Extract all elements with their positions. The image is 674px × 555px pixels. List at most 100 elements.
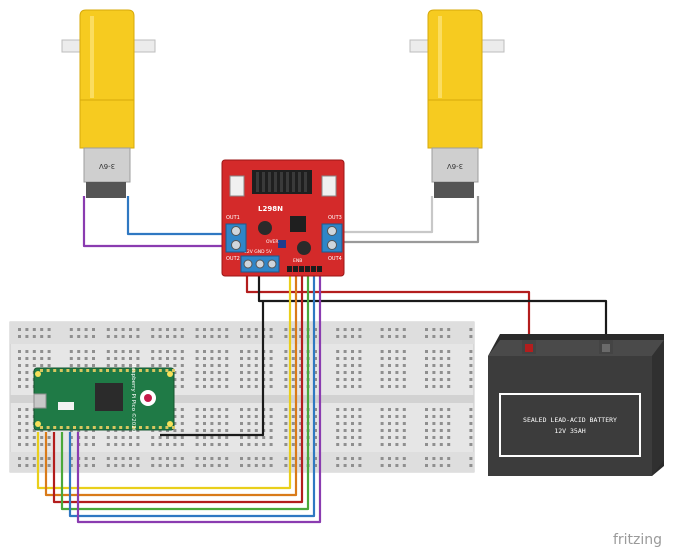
breadboard-rail-hole — [121, 335, 125, 338]
breadboard-hole — [166, 443, 169, 446]
breadboard-hole — [447, 371, 451, 374]
breadboard-hole — [314, 422, 317, 425]
breadboard-hole — [432, 408, 436, 411]
breadboard-hole — [106, 357, 110, 360]
breadboard-rail-hole — [40, 464, 44, 467]
breadboard-hole — [240, 408, 243, 411]
breadboard-hole — [284, 429, 288, 432]
battery-label-line2: 12V 35AH — [554, 427, 585, 435]
breadboard-rail-hole — [336, 457, 340, 460]
breadboard-hole — [240, 443, 243, 446]
breadboard-hole — [299, 443, 303, 446]
breadboard-hole — [388, 357, 391, 360]
breadboard-hole — [217, 364, 221, 367]
breadboard-rail-hole — [351, 457, 354, 460]
breadboard-hole — [380, 371, 384, 374]
breadboard-rail-hole — [77, 335, 81, 338]
breadboard-hole — [336, 378, 340, 381]
breadboard-rail-hole — [388, 457, 391, 460]
breadboard-hole — [225, 385, 229, 388]
breadboard-hole — [203, 443, 206, 446]
breadboard-hole — [469, 350, 473, 353]
breadboard-hole — [336, 364, 340, 367]
breadboard-hole — [380, 378, 384, 381]
heatsink-fin — [286, 172, 289, 192]
heatsink-fin — [256, 172, 259, 192]
breadboard-hole — [225, 408, 229, 411]
breadboard-hole — [92, 443, 95, 446]
breadboard-hole — [203, 350, 206, 353]
breadboard-hole — [351, 408, 354, 411]
breadboard-hole — [25, 422, 29, 425]
breadboard-rail-hole — [203, 328, 206, 331]
breadboard-hole — [425, 357, 428, 360]
heatsink-fin — [262, 172, 265, 192]
breadboard-hole — [47, 436, 51, 439]
breadboard-hole — [121, 443, 125, 446]
pico-mount-hole-bl — [35, 421, 41, 427]
breadboard-hole — [247, 357, 251, 360]
breadboard-hole — [343, 350, 347, 353]
breadboard-rail-hole — [18, 464, 21, 467]
breadboard-hole — [129, 436, 132, 439]
breadboard-top-rail — [10, 322, 474, 344]
pico-pin — [99, 426, 103, 429]
breadboard-hole — [402, 443, 406, 446]
breadboard-hole — [299, 436, 303, 439]
breadboard-hole — [343, 357, 347, 360]
breadboard-rail-hole — [40, 335, 44, 338]
breadboard-hole — [380, 357, 384, 360]
breadboard-hole — [180, 436, 184, 439]
breadboard-hole — [425, 429, 428, 432]
driver-header-pin — [317, 266, 322, 272]
breadboard-rail-hole — [32, 335, 36, 338]
breadboard-hole — [254, 422, 258, 425]
breadboard-rail-hole — [121, 328, 125, 331]
driver-jumper-icon — [278, 240, 286, 248]
breadboard-hole — [225, 371, 229, 374]
breadboard-hole — [358, 436, 362, 439]
breadboard-rail-hole — [25, 464, 29, 467]
breadboard-hole — [380, 408, 384, 411]
breadboard-rail-hole — [299, 335, 303, 338]
breadboard-hole — [336, 350, 340, 353]
breadboard-hole — [195, 436, 199, 439]
breadboard-hole — [343, 436, 347, 439]
breadboard-hole — [151, 350, 155, 353]
breadboard-hole — [388, 364, 391, 367]
breadboard-hole — [314, 357, 317, 360]
breadboard-hole — [225, 350, 229, 353]
breadboard-hole — [269, 350, 273, 353]
breadboard-hole — [136, 350, 140, 353]
terminal-screw-icon — [327, 226, 337, 236]
breadboard-hole — [299, 385, 303, 388]
battery-label-line1: SEALED LEAD-ACID BATTERY — [523, 416, 617, 424]
breadboard-hole — [439, 436, 443, 439]
breadboard-rail-hole — [299, 457, 303, 460]
breadboard-hole — [240, 415, 243, 418]
breadboard-rail-hole — [32, 464, 36, 467]
pico-pin — [139, 426, 142, 429]
breadboard-rail-hole — [210, 464, 214, 467]
breadboard-rail-hole — [151, 335, 155, 338]
breadboard-rail-hole — [269, 457, 273, 460]
breadboard-rail-hole — [351, 335, 354, 338]
heatsink-fin — [298, 172, 301, 192]
l298n-motor-driver: L298N OUT1 OUT2 OUT3 OUT4 12V GND 5V OVE… — [221, 159, 345, 277]
breadboard-hole — [254, 408, 258, 411]
breadboard-hole — [247, 415, 251, 418]
breadboard-rail-hole — [84, 464, 88, 467]
breadboard-hole — [425, 415, 428, 418]
breadboard-hole — [158, 364, 162, 367]
breadboard-hole — [380, 415, 384, 418]
breadboard-hole — [166, 364, 169, 367]
pico-pin — [119, 426, 123, 429]
breadboard-hole — [269, 371, 273, 374]
breadboard-rail-hole — [40, 328, 44, 331]
driver-out4-label: OUT4 — [328, 256, 342, 262]
breadboard-rail-hole — [254, 328, 258, 331]
breadboard-rail-hole — [380, 335, 384, 338]
breadboard-hole — [121, 357, 125, 360]
battery-label-frame — [499, 393, 641, 457]
